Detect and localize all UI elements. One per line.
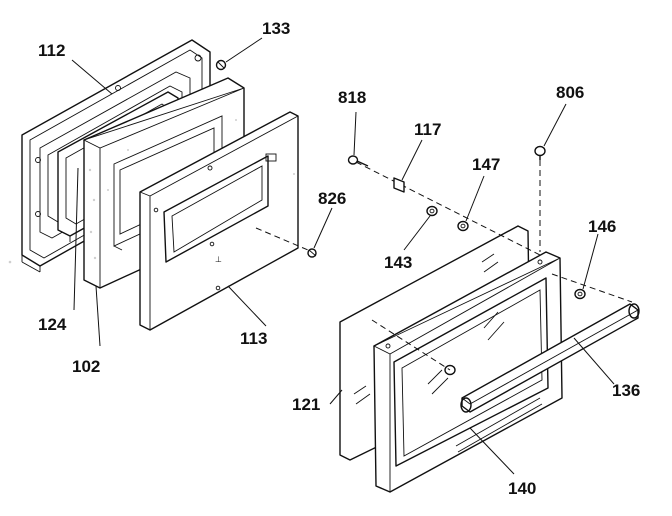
label-124: 124 <box>38 315 67 334</box>
label-133: 133 <box>262 19 290 38</box>
label-146: 146 <box>588 217 616 236</box>
washer-143 <box>426 205 438 217</box>
washer-icon <box>444 364 456 376</box>
assembly-axis-lines <box>355 160 633 371</box>
leader-lines <box>71 37 615 475</box>
clip-icon <box>393 177 405 193</box>
scan-specks <box>8 173 295 264</box>
label-140: 140 <box>508 479 536 498</box>
washer-146 <box>574 288 586 300</box>
part-113-outer-door-panel: ⊥ <box>139 111 299 331</box>
label-121: 121 <box>292 395 320 414</box>
part-136-handle <box>460 303 640 413</box>
screw-806 <box>534 145 546 160</box>
washer-frame-inner <box>444 364 456 376</box>
screw-818 <box>347 155 369 167</box>
screw-icon <box>347 155 359 165</box>
label-136: 136 <box>612 381 640 400</box>
part-140-glass-frame <box>372 251 563 493</box>
part-labels: 112 133 818 117 806 147 826 146 143 124 … <box>38 19 640 498</box>
screw-icon <box>534 145 546 157</box>
svg-text:⊥: ⊥ <box>215 255 222 264</box>
label-826: 826 <box>318 189 346 208</box>
label-818: 818 <box>338 88 366 107</box>
label-806: 806 <box>556 83 584 102</box>
label-117: 117 <box>414 120 441 139</box>
label-112: 112 <box>38 41 65 60</box>
screw-133 <box>215 59 227 71</box>
label-113: 113 <box>240 329 267 348</box>
label-102: 102 <box>72 357 100 376</box>
clip-117 <box>393 177 405 193</box>
screw-icon <box>307 248 317 258</box>
screw-826 <box>255 227 317 258</box>
screw-icon <box>215 59 227 71</box>
label-143: 143 <box>384 253 412 272</box>
washer-147 <box>457 220 469 232</box>
washer-icon <box>457 220 469 232</box>
label-147: 147 <box>472 155 500 174</box>
washer-icon <box>426 205 438 217</box>
washer-icon <box>574 288 586 300</box>
